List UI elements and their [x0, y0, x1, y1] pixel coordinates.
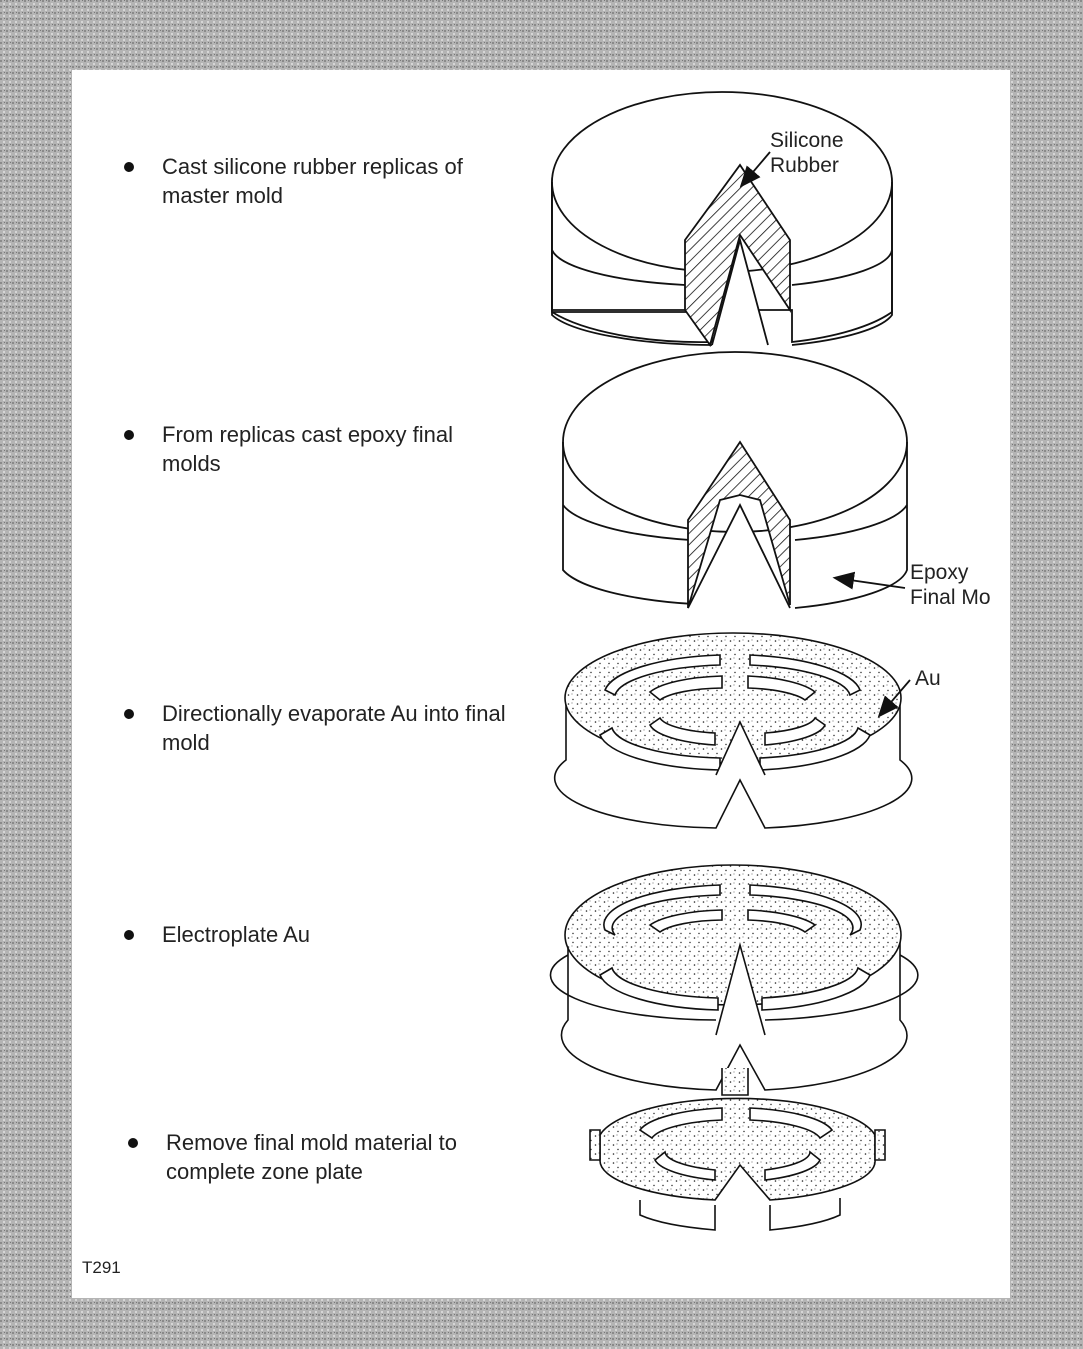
step-3: Directionally evaporate Au into final mo…	[124, 699, 544, 759]
step-5-text: Remove final mold material to complete z…	[166, 1128, 457, 1186]
bullet-icon	[128, 1138, 138, 1148]
step-1-text: Cast silicone rubber replicas of master …	[162, 152, 463, 210]
bullet-icon	[124, 430, 134, 440]
bullet-icon	[124, 709, 134, 719]
stage3-disc	[555, 633, 912, 828]
bullet-icon	[124, 930, 134, 940]
step-3-text: Directionally evaporate Au into final mo…	[162, 699, 506, 757]
figure-id: T291	[82, 1258, 121, 1278]
bullet-icon	[124, 162, 134, 172]
au-label: Au	[915, 666, 941, 691]
epoxy-final-mold-label: Epoxy Final Mo	[910, 560, 991, 610]
step-2: From replicas cast epoxy final molds	[124, 420, 524, 480]
stage4-disc	[550, 865, 917, 1090]
step-5: Remove final mold material to complete z…	[128, 1128, 528, 1188]
step-4: Electroplate Au	[124, 920, 524, 952]
step-4-text: Electroplate Au	[162, 920, 310, 949]
stage5-zone-plate	[590, 1068, 885, 1230]
step-1: Cast silicone rubber replicas of master …	[124, 152, 524, 212]
stage2-cylinder	[563, 352, 907, 608]
step-2-text: From replicas cast epoxy final molds	[162, 420, 453, 478]
silicone-rubber-label: Silicone Rubber	[770, 128, 844, 178]
